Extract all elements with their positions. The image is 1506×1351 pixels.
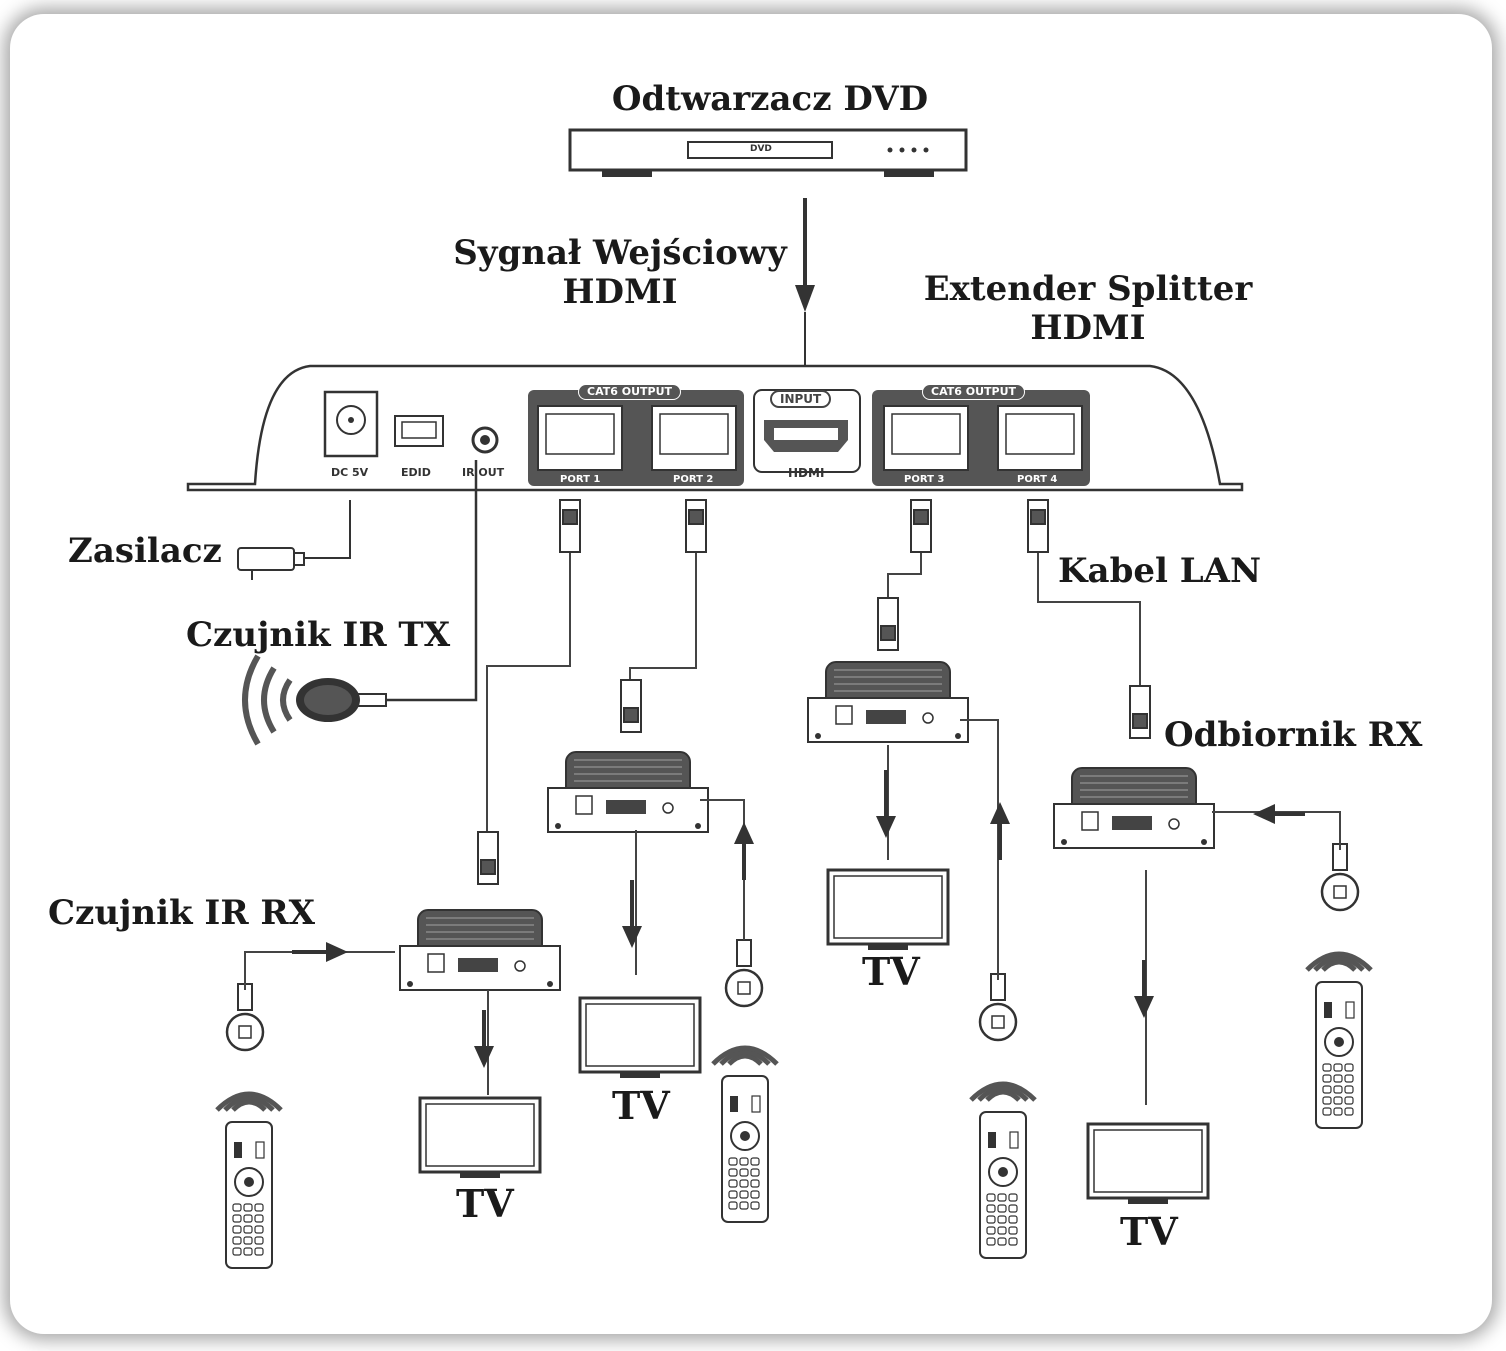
tv-icon-3	[826, 868, 950, 950]
splitter-label: Extender Splitter HDMI	[910, 269, 1266, 349]
tv-label-4: TV	[1120, 1209, 1178, 1254]
tv-label-3: TV	[862, 949, 920, 994]
power-supply-label: Zasilacz	[68, 531, 222, 571]
lan-cable-label: Kabel LAN	[1058, 551, 1262, 591]
ir-tx-sensor-icon	[242, 460, 478, 746]
arrow-down-icon-1	[474, 1010, 494, 1068]
lan-cables	[486, 552, 1141, 832]
remotes	[215, 951, 1373, 1269]
cat6-output-label-right: CAT6 OUTPUT	[922, 384, 1026, 400]
power-adapter-icon	[237, 500, 351, 580]
tv-label-2: TV	[612, 1083, 670, 1128]
port-3-label: PORT 3	[904, 474, 945, 485]
ir-rx-sensor-icon-4	[1320, 843, 1360, 912]
port-1-label: PORT 1	[560, 474, 601, 485]
arrow-down-icon-3	[876, 770, 896, 838]
edid-label: EDID	[401, 466, 431, 479]
signal-lines	[244, 719, 1341, 1105]
dc-label: DC 5V	[331, 466, 369, 479]
receiver-icon-1	[399, 909, 561, 991]
receiver-icon-4	[1053, 767, 1215, 849]
arrow-right-icon-1	[292, 942, 348, 962]
input-arrow	[795, 198, 815, 368]
arrow-up-icon-1	[734, 822, 754, 880]
tv-label-1: TV	[456, 1181, 514, 1226]
ir-rx-sensor-icon-3	[978, 973, 1018, 1042]
remote-control-icon-1	[215, 1091, 283, 1269]
input-signal-line1: Sygnał Wejściowy	[453, 233, 787, 273]
ir-out-label: IR OUT	[462, 466, 505, 479]
receiver-icon-2	[547, 751, 709, 833]
input-signal-label: Sygnał Wejściowy HDMI	[440, 233, 800, 313]
input-signal-line2: HDMI	[562, 272, 678, 313]
arrow-down-icon-2	[622, 880, 642, 948]
remote-control-icon-3	[969, 1081, 1037, 1259]
input-label: INPUT	[770, 390, 832, 408]
dvd-slot-label: DVD	[750, 144, 772, 154]
ir-tx-label: Czujnik IR TX	[186, 615, 451, 655]
receivers	[399, 661, 1215, 991]
arrow-down-icon-4	[1134, 960, 1154, 1018]
ir-rx-sensors	[225, 843, 1360, 1052]
dvd-player-label: Odtwarzacz DVD	[611, 79, 929, 119]
tv-icon-2	[578, 996, 702, 1078]
tvs	[418, 868, 1210, 1204]
dvd-player-icon	[568, 128, 968, 177]
cat6-output-label-left: CAT6 OUTPUT	[578, 384, 682, 400]
lan-plugs	[477, 499, 1151, 885]
port-2-label: PORT 2	[673, 474, 714, 485]
ir-rx-label: Czujnik IR RX	[48, 893, 316, 933]
receiver-icon-3	[807, 661, 969, 743]
tv-icon-4	[1086, 1122, 1210, 1204]
remote-control-icon-2	[711, 1045, 779, 1223]
splitter-line2: HDMI	[1030, 308, 1146, 349]
port-4-label: PORT 4	[1017, 474, 1058, 485]
ir-rx-sensor-icon-2	[724, 939, 764, 1008]
remote-control-icon-4	[1305, 951, 1373, 1129]
receiver-label: Odbiornik RX	[1164, 715, 1423, 755]
arrow-up-icon-2	[990, 802, 1010, 860]
arrow-left-icon-1	[1253, 804, 1305, 824]
hdmi-port-label: HDMI	[788, 466, 825, 480]
splitter-line1: Extender Splitter	[923, 269, 1253, 309]
tv-icon-1	[418, 1096, 542, 1178]
ir-rx-sensor-icon-1	[225, 983, 265, 1052]
signal-arrows	[292, 770, 1305, 1068]
